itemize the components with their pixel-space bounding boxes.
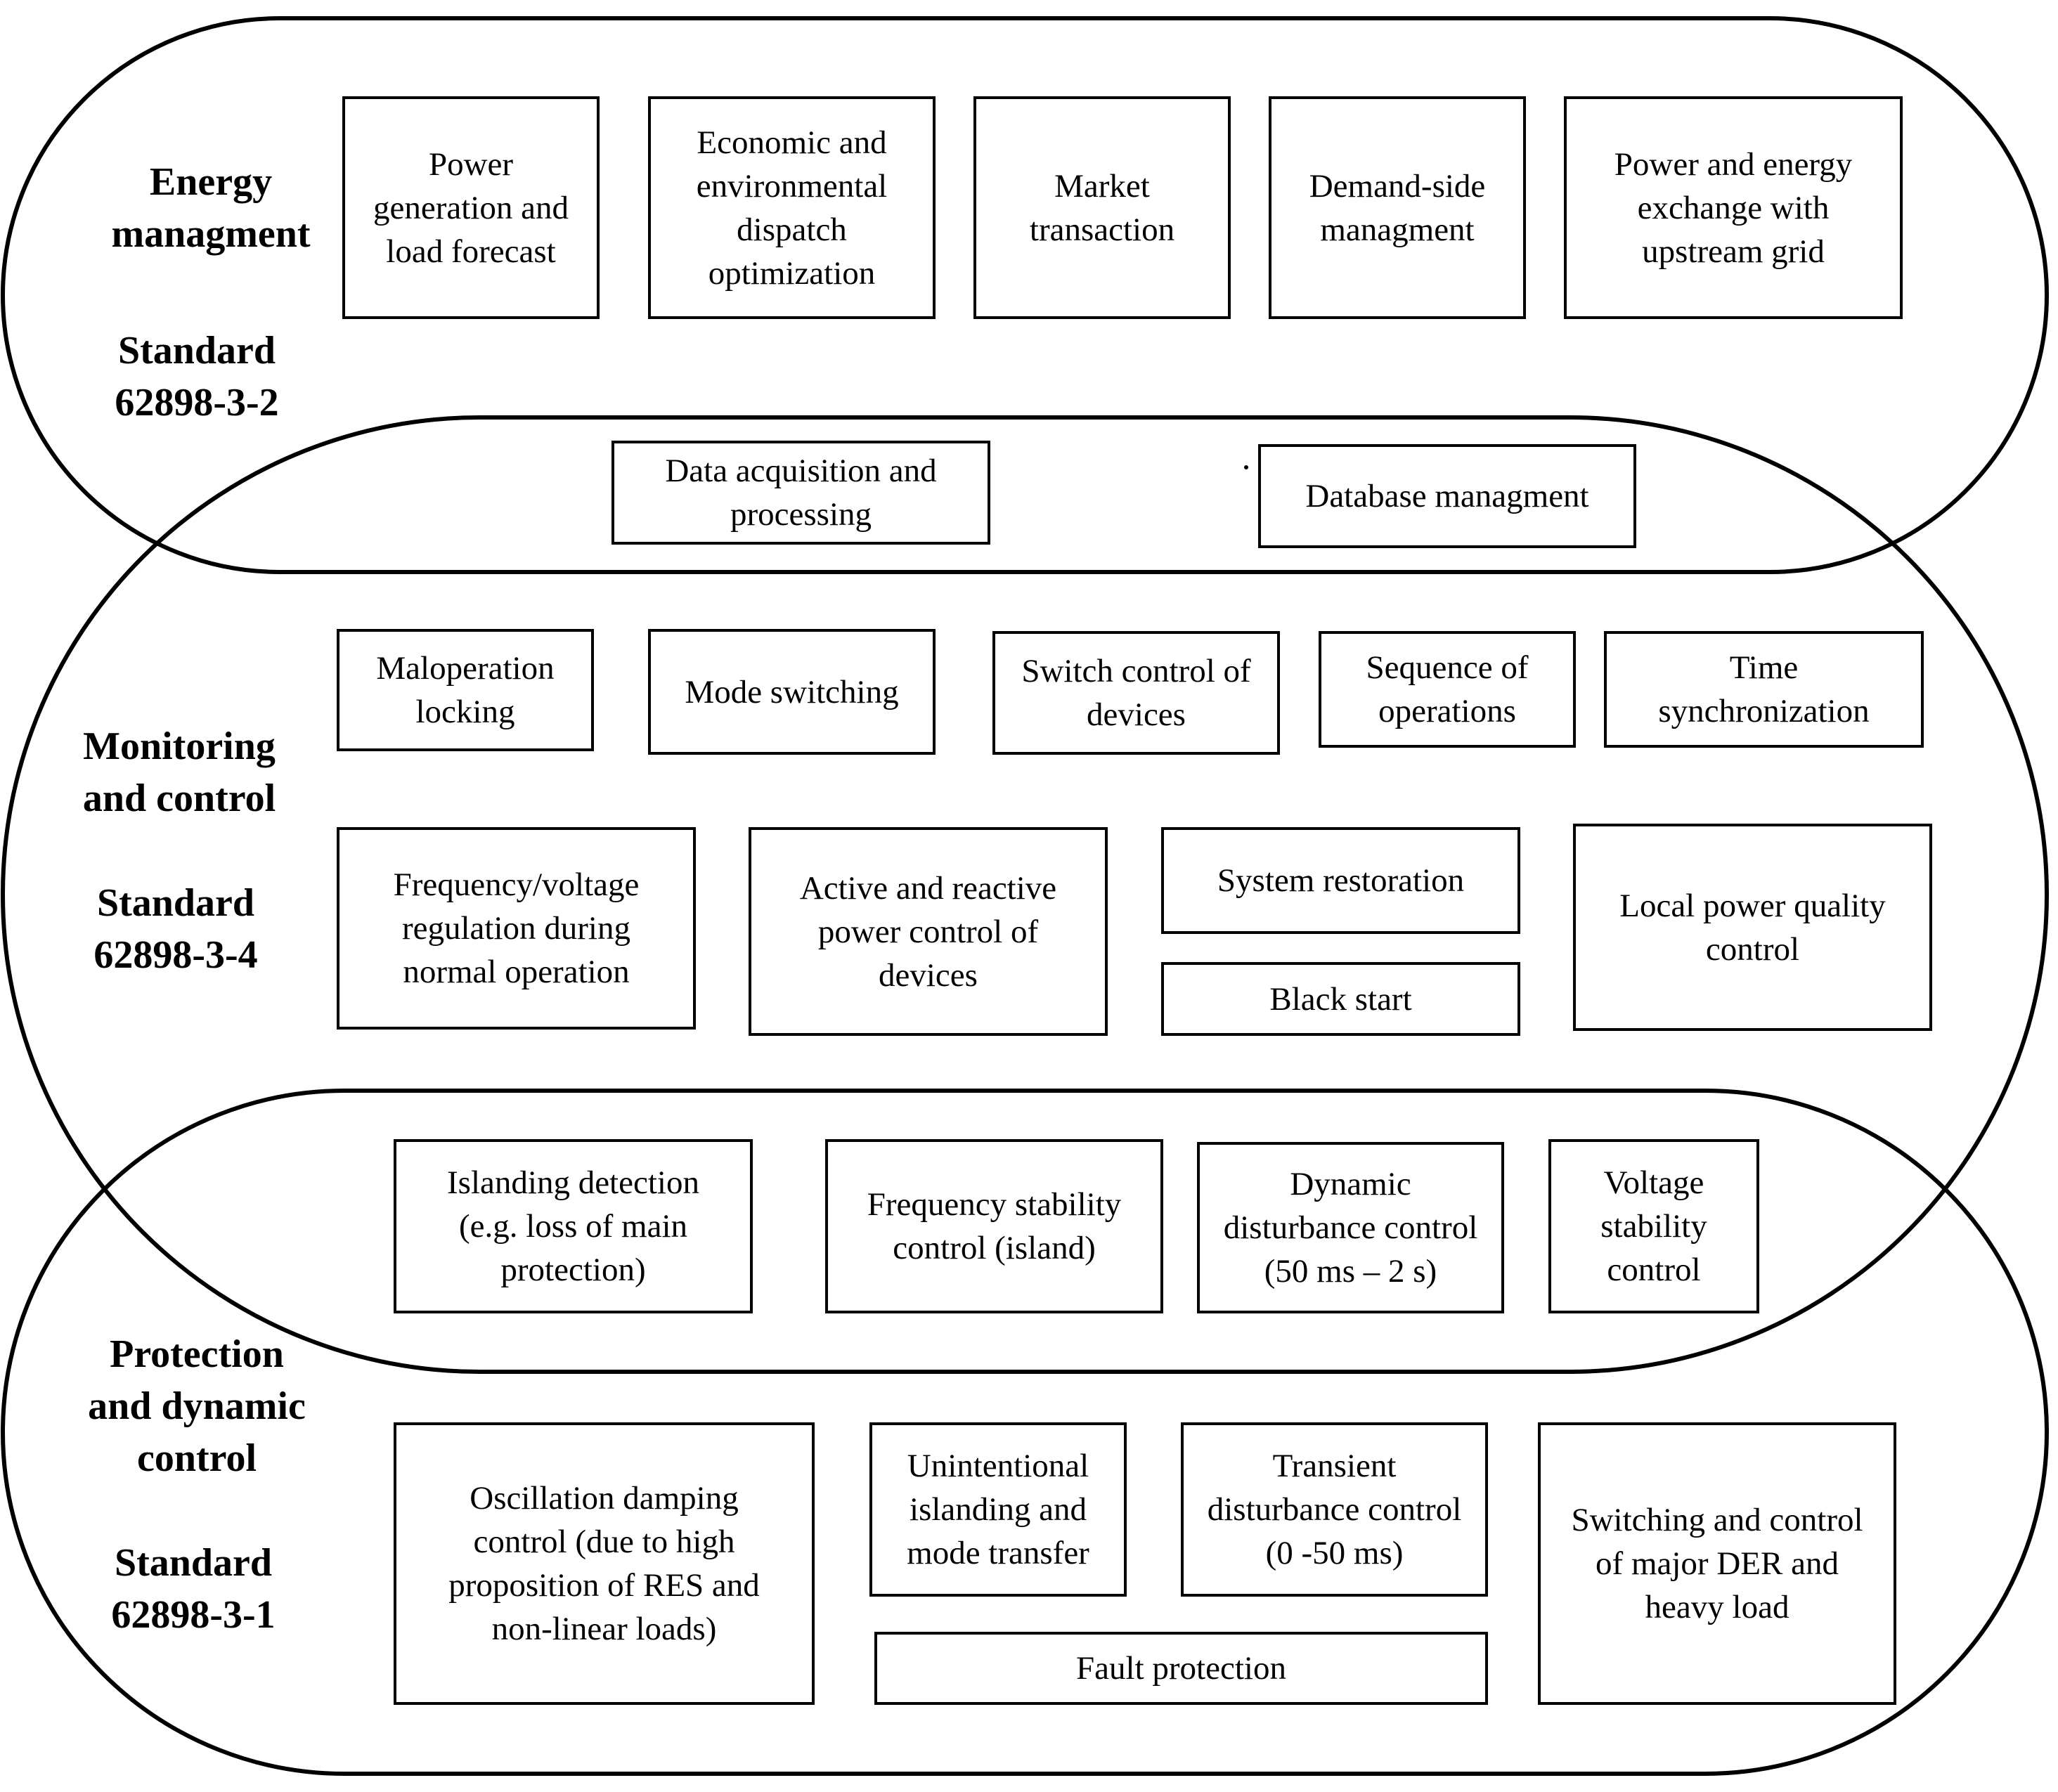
- database-management-box: Database managment: [1258, 444, 1636, 548]
- voltage-stability-box: Voltage stability control: [1548, 1139, 1759, 1313]
- energy-management-outline: [1, 16, 2049, 574]
- switch-control-box: Switch control of devices: [992, 631, 1280, 755]
- stray-dot: [1244, 465, 1248, 469]
- fault-protection-box: Fault protection: [874, 1632, 1488, 1705]
- system-restoration-box: System restoration: [1161, 827, 1520, 934]
- oscillation-damping-box: Oscillation damping control (due to high…: [394, 1422, 815, 1705]
- energy-management-title: Energy managment: [111, 160, 311, 256]
- market-transaction-box: Market transaction: [973, 96, 1231, 319]
- dynamic-disturbance-box: Dynamic disturbance control (50 ms – 2 s…: [1197, 1142, 1504, 1313]
- local-power-quality-box: Local power quality control: [1573, 824, 1932, 1031]
- economic-dispatch-box: Economic and environmental dispatch opti…: [648, 96, 936, 319]
- unintentional-islanding-box: Unintentional islanding and mode transfe…: [869, 1422, 1127, 1597]
- maloperation-locking-box: Maloperation locking: [337, 629, 594, 751]
- active-reactive-control-box: Active and reactive power control of dev…: [749, 827, 1108, 1036]
- freq-voltage-regulation-box: Frequency/voltage regulation during norm…: [337, 827, 696, 1030]
- data-acquisition-box: Data acquisition and processing: [611, 441, 990, 545]
- sequence-operations-box: Sequence of operations: [1319, 631, 1576, 748]
- monitoring-control-outline: [1, 415, 2049, 1374]
- protection-control-standard: Standard 62898-3-1: [111, 1541, 276, 1637]
- protection-control-title: Protection and dynamic control: [88, 1332, 306, 1480]
- monitoring-control-standard: Standard 62898-3-4: [93, 881, 258, 977]
- demand-side-box: Demand-side managment: [1269, 96, 1526, 319]
- monitoring-control-title: Monitoring and control: [82, 725, 276, 820]
- power-generation-box: Power generation and load forecast: [342, 96, 600, 319]
- black-start-box: Black start: [1161, 962, 1520, 1036]
- islanding-detection-box: Islanding detection (e.g. loss of main p…: [394, 1139, 753, 1313]
- transient-disturbance-box: Transient disturbance control (0 -50 ms): [1181, 1422, 1488, 1597]
- switching-major-der-box: Switching and control of major DER and h…: [1538, 1422, 1896, 1705]
- energy-exchange-box: Power and energy exchange with upstream …: [1564, 96, 1903, 319]
- frequency-stability-box: Frequency stability control (island): [825, 1139, 1163, 1313]
- time-synchronization-box: Time synchronization: [1604, 631, 1924, 748]
- mode-switching-box: Mode switching: [648, 629, 936, 755]
- protection-control-outline: [1, 1089, 2049, 1776]
- energy-management-standard: Standard 62898-3-2: [115, 329, 279, 424]
